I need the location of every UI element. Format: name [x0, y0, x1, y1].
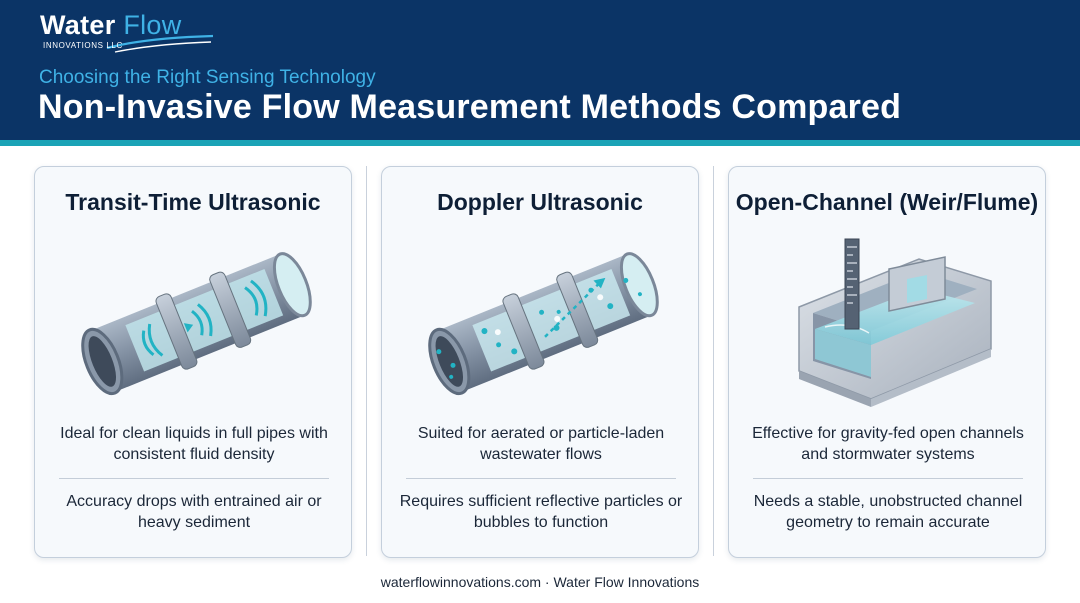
card-separator — [406, 478, 676, 479]
card-advantage: Ideal for clean liquids in full pipes wi… — [60, 425, 328, 463]
card-advantage: Effective for gravity-fed open channels … — [752, 425, 1024, 463]
footer-credit[interactable]: waterflowinnovations.com · Water Flow In… — [380, 574, 700, 590]
method-card-transit-time: Transit-Time Ultrasonic Ideal for clean … — [34, 166, 352, 558]
logo-wordmark: Water Flow — [40, 10, 182, 41]
card-advantage: Suited for aerated or particle-laden was… — [417, 425, 665, 463]
page-title: Non-Invasive Flow Measurement Methods Co… — [38, 88, 902, 126]
column-divider — [366, 166, 367, 556]
card-separator — [753, 478, 1023, 479]
logo-word-water: Water — [40, 10, 116, 40]
transit-time-pipe-icon — [81, 252, 312, 396]
water-swoosh-icon — [106, 34, 214, 53]
card-separator — [59, 478, 329, 479]
card-title: Open-Channel (Weir/Flume) — [735, 189, 1039, 215]
logo-subtitle: INNOVATIONS LLC — [43, 41, 123, 50]
logo-word-flow: Flow — [123, 10, 182, 40]
card-title: Transit-Time Ultrasonic — [65, 189, 321, 215]
card-title: Doppler Ultrasonic — [437, 189, 643, 215]
doppler-pipe-icon — [428, 252, 659, 396]
open-channel-flume-icon — [798, 238, 992, 407]
method-card-open-channel: Open-Channel (Weir/Flume) Effective for … — [728, 166, 1046, 558]
card-limitation: Accuracy drops with entrained air or hea… — [66, 493, 322, 531]
page-subtitle: Choosing the Right Sensing Technology — [39, 67, 376, 88]
column-divider — [713, 166, 714, 556]
method-card-doppler: Doppler Ultrasonic Suited for aerated or… — [381, 166, 699, 558]
header-banner: Water Flow INNOVATIONS LLC Choosing the … — [0, 0, 1080, 140]
header-accent-stripe — [0, 140, 1080, 146]
card-limitation: Needs a stable, unobstructed channel geo… — [753, 493, 1023, 531]
card-limitation: Requires sufficient reflective particles… — [399, 493, 683, 531]
brand-logo[interactable]: Water Flow INNOVATIONS LLC — [40, 10, 220, 54]
